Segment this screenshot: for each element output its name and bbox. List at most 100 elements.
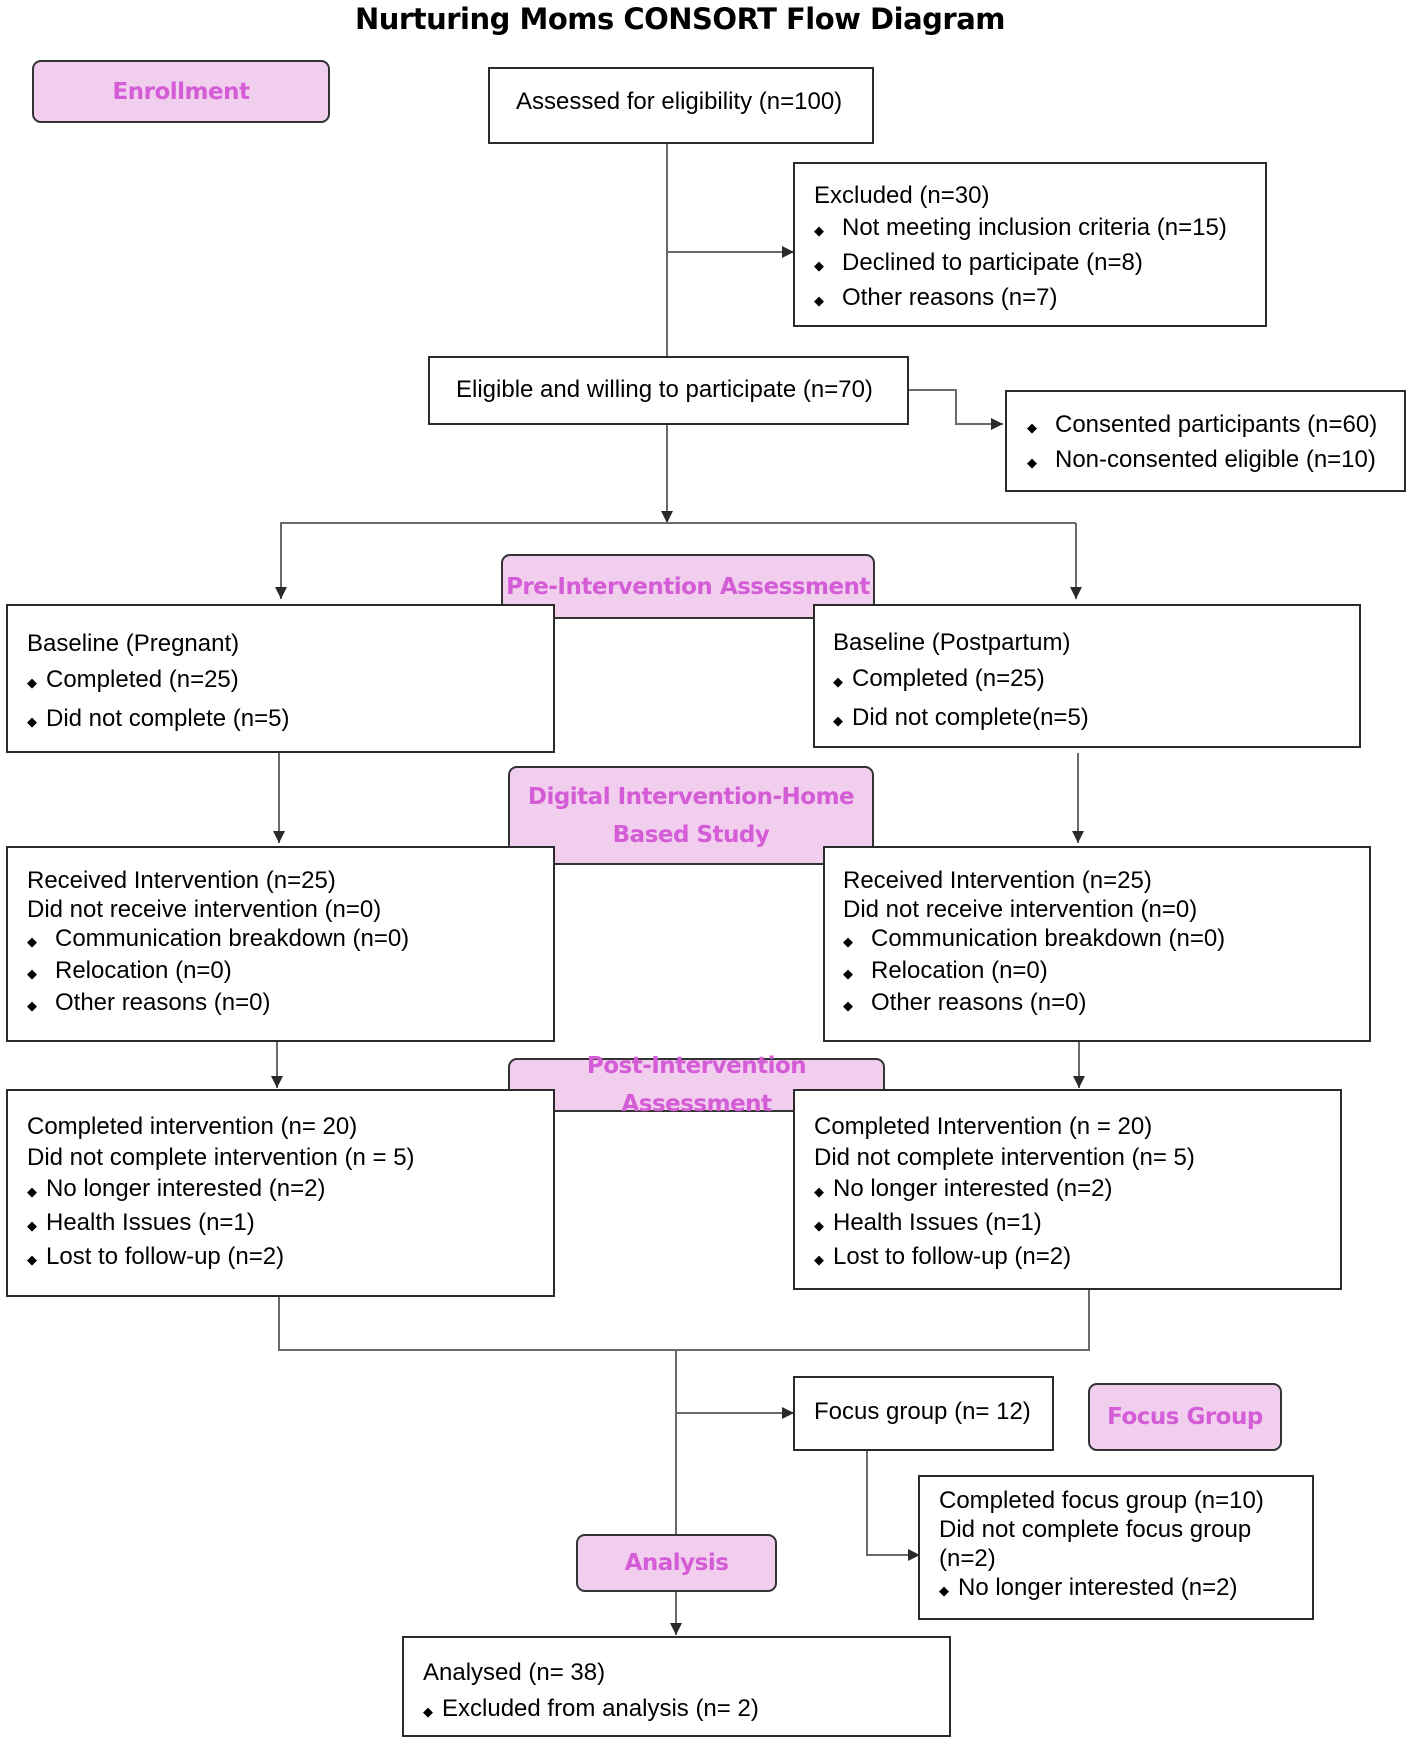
diamond-bullet-icon: ◆: [27, 675, 37, 690]
diamond-bullet-icon: ◆: [833, 674, 843, 689]
post-left-item-text: Lost to follow-up (n=2): [46, 1243, 285, 1270]
intervention-right-item-text: Communication breakdown (n=0): [871, 925, 1226, 952]
diamond-bullet-icon: ◆: [27, 998, 37, 1013]
intervention-left-received: Received Intervention (n=25): [27, 867, 336, 894]
merge-line: [278, 1289, 1090, 1351]
diamond-bullet-icon: ◆: [27, 1218, 37, 1233]
post-left-item: ◆ Health Issues (n=1): [27, 1207, 553, 1241]
intervention-left-item-text: Relocation (n=0): [55, 957, 232, 984]
consent-item-text: Consented participants (n=60): [1055, 411, 1378, 438]
diamond-bullet-icon: ◆: [939, 1583, 949, 1598]
post-right-item-text: Health Issues (n=1): [833, 1209, 1042, 1236]
intervention-right-item-text: Other reasons (n=0): [871, 989, 1087, 1016]
baseline-pregnant-item: ◆ Completed (n=25): [27, 662, 553, 701]
focus-group-text: Focus group (n= 12): [814, 1398, 1031, 1425]
excluded-heading: Excluded (n=30): [814, 182, 990, 209]
post-left-item-text: Health Issues (n=1): [46, 1209, 255, 1236]
diamond-bullet-icon: ◆: [27, 1184, 37, 1199]
focus-detail-box: Completed focus group (n=10) Did not com…: [918, 1475, 1314, 1620]
intervention-right-item: ◆ Communication breakdown (n=0): [843, 924, 1369, 956]
consent-box: ◆ Consented participants (n=60) ◆ Non-cons…: [1005, 390, 1406, 492]
diamond-bullet-icon: ◆: [27, 714, 37, 729]
phase-digital-intervention: Digital Intervention-Home Based Study: [508, 766, 874, 865]
intervention-left-item: ◆Other reasons (n=0): [27, 988, 553, 1020]
arrow-to-consent: [909, 389, 1003, 430]
focus-detail-not-completed-count: (n=2): [939, 1545, 996, 1572]
diamond-bullet-icon: ◆: [27, 966, 37, 981]
diamond-bullet-icon: ◆: [814, 1218, 824, 1233]
intervention-left-not-received: Did not receive intervention (n=0): [27, 896, 382, 923]
phase-digital-intervention-label-1: Digital Intervention-Home: [527, 783, 855, 810]
phase-post-intervention-label: Post-Intervention Assessment: [586, 1053, 807, 1117]
eligible-box: Eligible and willing to participate (n=7…: [428, 356, 909, 425]
baseline-postpartum-box: Baseline (Postpartum) ◆Completed (n=25) …: [813, 604, 1361, 748]
post-left-item: ◆ Lost to follow-up (n=2): [27, 1241, 553, 1275]
excluded-item: ◆ Not meeting inclusion criteria (n=15): [814, 212, 1265, 247]
phase-analysis-label: Analysis: [624, 1550, 729, 1576]
analysed-item: ◆Excluded from analysis (n= 2): [423, 1691, 949, 1730]
excluded-item: ◆Declined to participate (n=8): [814, 247, 1265, 282]
intervention-right-box: Received Intervention (n=25) Did not rec…: [823, 846, 1371, 1042]
diamond-bullet-icon: ◆: [814, 293, 824, 308]
post-left-box: Completed intervention (n= 20) Did not c…: [6, 1089, 555, 1297]
focus-detail-not-completed: Did not complete focus group: [939, 1516, 1252, 1543]
post-right-item-text: No longer interested (n=2): [833, 1175, 1113, 1202]
post-left-item: ◆ No longer interested (n=2): [27, 1173, 553, 1207]
phase-enrollment-label: Enrollment: [112, 78, 250, 105]
excluded-item-text: Declined to participate (n=8): [842, 249, 1143, 276]
diamond-bullet-icon: ◆: [814, 1252, 824, 1267]
diamond-bullet-icon: ◆: [843, 934, 853, 949]
excluded-box: Excluded (n=30) ◆ Not meeting inclusion c…: [793, 162, 1267, 327]
focus-detail-item-text: No longer interested (n=2): [958, 1574, 1238, 1601]
phase-pre-intervention: Pre-Intervention Assessment: [501, 554, 875, 619]
post-right-box: Completed Intervention (n = 20) Did not …: [793, 1089, 1342, 1290]
post-right-completed: Completed Intervention (n = 20): [814, 1113, 1153, 1140]
baseline-pregnant-heading: Baseline (Pregnant): [27, 630, 240, 657]
baseline-postpartum-item-text: Did not complete(n=5): [852, 704, 1089, 731]
diamond-bullet-icon: ◆: [833, 713, 843, 728]
diamond-bullet-icon: ◆: [27, 1252, 37, 1267]
diamond-bullet-icon: ◆: [1027, 455, 1037, 470]
phase-digital-intervention-label-2: Based Study: [612, 821, 770, 848]
diamond-bullet-icon: ◆: [27, 934, 37, 949]
baseline-postpartum-heading: Baseline (Postpartum): [833, 629, 1071, 656]
excluded-item: ◆ Other reasons (n=7): [814, 282, 1265, 317]
consent-item-text: Non-consented eligible (n=10): [1055, 446, 1376, 473]
baseline-pregnant-item: ◆Did not complete (n=5): [27, 701, 553, 740]
intervention-left-item: ◆ Communication breakdown (n=0): [27, 924, 553, 956]
phase-pre-intervention-label: Pre-Intervention Assessment: [506, 573, 870, 600]
focus-detail-completed: Completed focus group (n=10): [939, 1487, 1264, 1514]
consent-item: ◆ Non-consented eligible (n=10): [1027, 444, 1404, 479]
post-left-item-text: No longer interested (n=2): [46, 1175, 326, 1202]
diamond-bullet-icon: ◆: [814, 1184, 824, 1199]
consent-item: ◆ Consented participants (n=60): [1027, 409, 1404, 444]
phase-analysis: Analysis: [576, 1534, 777, 1592]
baseline-pregnant-box: Baseline (Pregnant) ◆ Completed (n=25) ◆D…: [6, 604, 555, 753]
assessed-box: Assessed for eligibility (n=100): [488, 67, 874, 144]
analysed-item-text: Excluded from analysis (n= 2): [442, 1695, 759, 1722]
excluded-item-text: Not meeting inclusion criteria (n=15): [842, 214, 1227, 241]
assessed-text: Assessed for eligibility (n=100): [516, 88, 843, 115]
intervention-right-item: ◆Relocation (n=0): [843, 956, 1369, 988]
post-left-not-completed: Did not complete intervention (n = 5): [27, 1144, 415, 1171]
post-right-item-text: Lost to follow-up (n=2): [833, 1243, 1072, 1270]
excluded-item-text: Other reasons (n=7): [842, 284, 1058, 311]
baseline-postpartum-item-text: Completed (n=25): [852, 665, 1045, 692]
post-right-item: ◆ Health Issues (n=1): [814, 1207, 1340, 1241]
arrow-to-focus-detail: [866, 1450, 920, 1561]
phase-focus-group-label: Focus Group: [1107, 1404, 1263, 1430]
analysed-box: Analysed (n= 38) ◆Excluded from analysis…: [402, 1636, 951, 1737]
eligible-text: Eligible and willing to participate (n=7…: [456, 376, 873, 403]
diamond-bullet-icon: ◆: [1027, 420, 1037, 435]
arrow-split-left: [275, 522, 1076, 599]
intervention-right-not-received: Did not receive intervention (n=0): [843, 896, 1198, 923]
focus-detail-item: ◆ No longer interested (n=2): [939, 1573, 1312, 1605]
diamond-bullet-icon: ◆: [843, 966, 853, 981]
intervention-left-item-text: Communication breakdown (n=0): [55, 925, 410, 952]
phase-focus-group: Focus Group: [1088, 1383, 1282, 1451]
baseline-pregnant-item-text: Completed (n=25): [46, 666, 239, 693]
diamond-bullet-icon: ◆: [814, 223, 824, 238]
baseline-postpartum-item: ◆ Did not complete(n=5): [833, 700, 1359, 739]
